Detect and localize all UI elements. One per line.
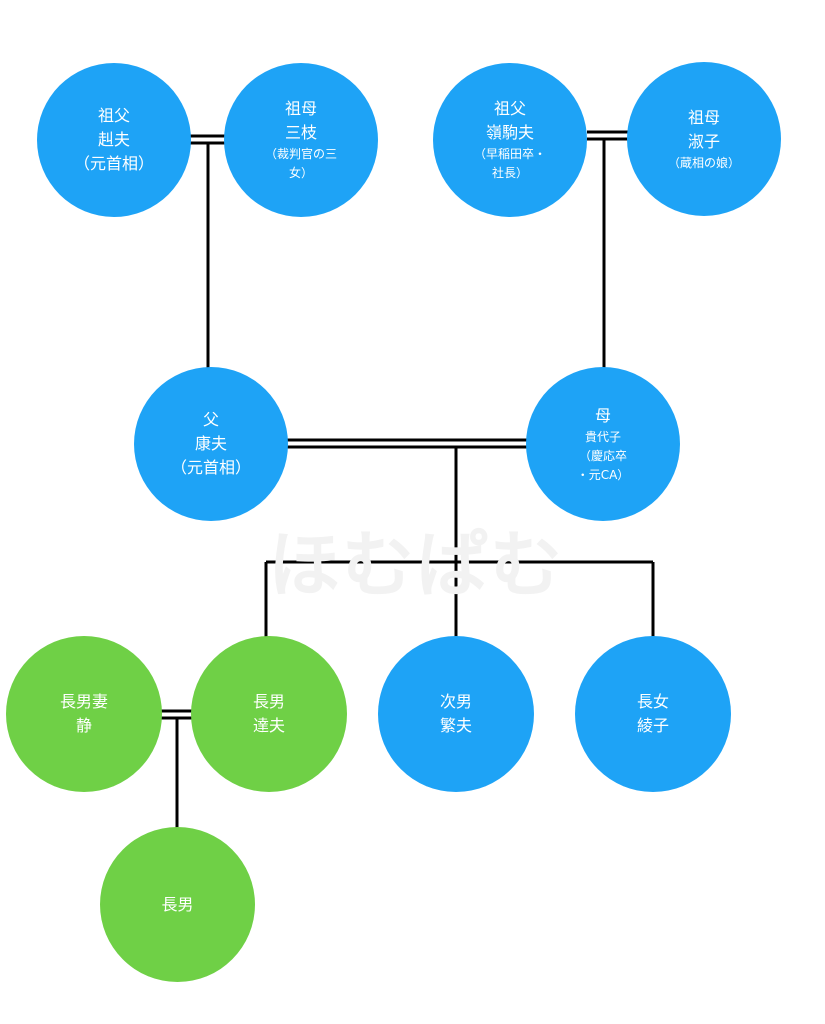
node-grandson[interactable]: 長男 (100, 827, 255, 982)
node-eldest-son-wife[interactable]: 長男妻 静 (6, 636, 162, 792)
node-name: 次男 繁夫 (439, 692, 472, 735)
node-name: 長男 (161, 894, 194, 914)
watermark-text: ほむぱむ (268, 523, 565, 607)
node-name: 祖母 淑子 (687, 107, 720, 151)
node-note: 貴代子 （慶応卒 ・元CA） (576, 429, 630, 482)
node-name: 長女 綾子 (636, 692, 669, 735)
node-note: （裁判官の三 女） (264, 147, 337, 180)
node-note: （蔵相の娘） (667, 155, 740, 170)
node-name: 祖父 嶺駒夫 (485, 99, 534, 142)
node-note: （早稲田卒・ 社長） (473, 147, 546, 180)
node-mother[interactable]: 母 貴代子 （慶応卒 ・元CA） (526, 367, 680, 521)
node-father[interactable]: 父 康夫 （元首相） (134, 367, 288, 521)
node-paternal-grandmother[interactable]: 祖母 三枝 （裁判官の三 女） (224, 63, 378, 217)
node-name: 長男妻 静 (59, 692, 108, 735)
node-maternal-grandfather[interactable]: 祖父 嶺駒夫 （早稲田卒・ 社長） (433, 63, 587, 217)
node-note: （元首相） (170, 458, 251, 477)
node-paternal-grandfather[interactable]: 祖父 赳夫 （元首相） (37, 63, 191, 217)
node-name: 母 (594, 405, 611, 425)
node-eldest-daughter[interactable]: 長女 綾子 (575, 636, 731, 792)
node-eldest-son[interactable]: 長男 達夫 (191, 636, 347, 792)
node-name: 祖父 赳夫 (97, 106, 130, 149)
node-second-son[interactable]: 次男 繁夫 (378, 636, 534, 792)
node-maternal-grandmother[interactable]: 祖母 淑子 （蔵相の娘） (627, 62, 781, 216)
node-name: 父 康夫 (194, 410, 227, 453)
node-note: （元首相） (73, 154, 154, 173)
node-name: 祖母 三枝 (284, 99, 317, 142)
node-name: 長男 達夫 (252, 692, 285, 735)
